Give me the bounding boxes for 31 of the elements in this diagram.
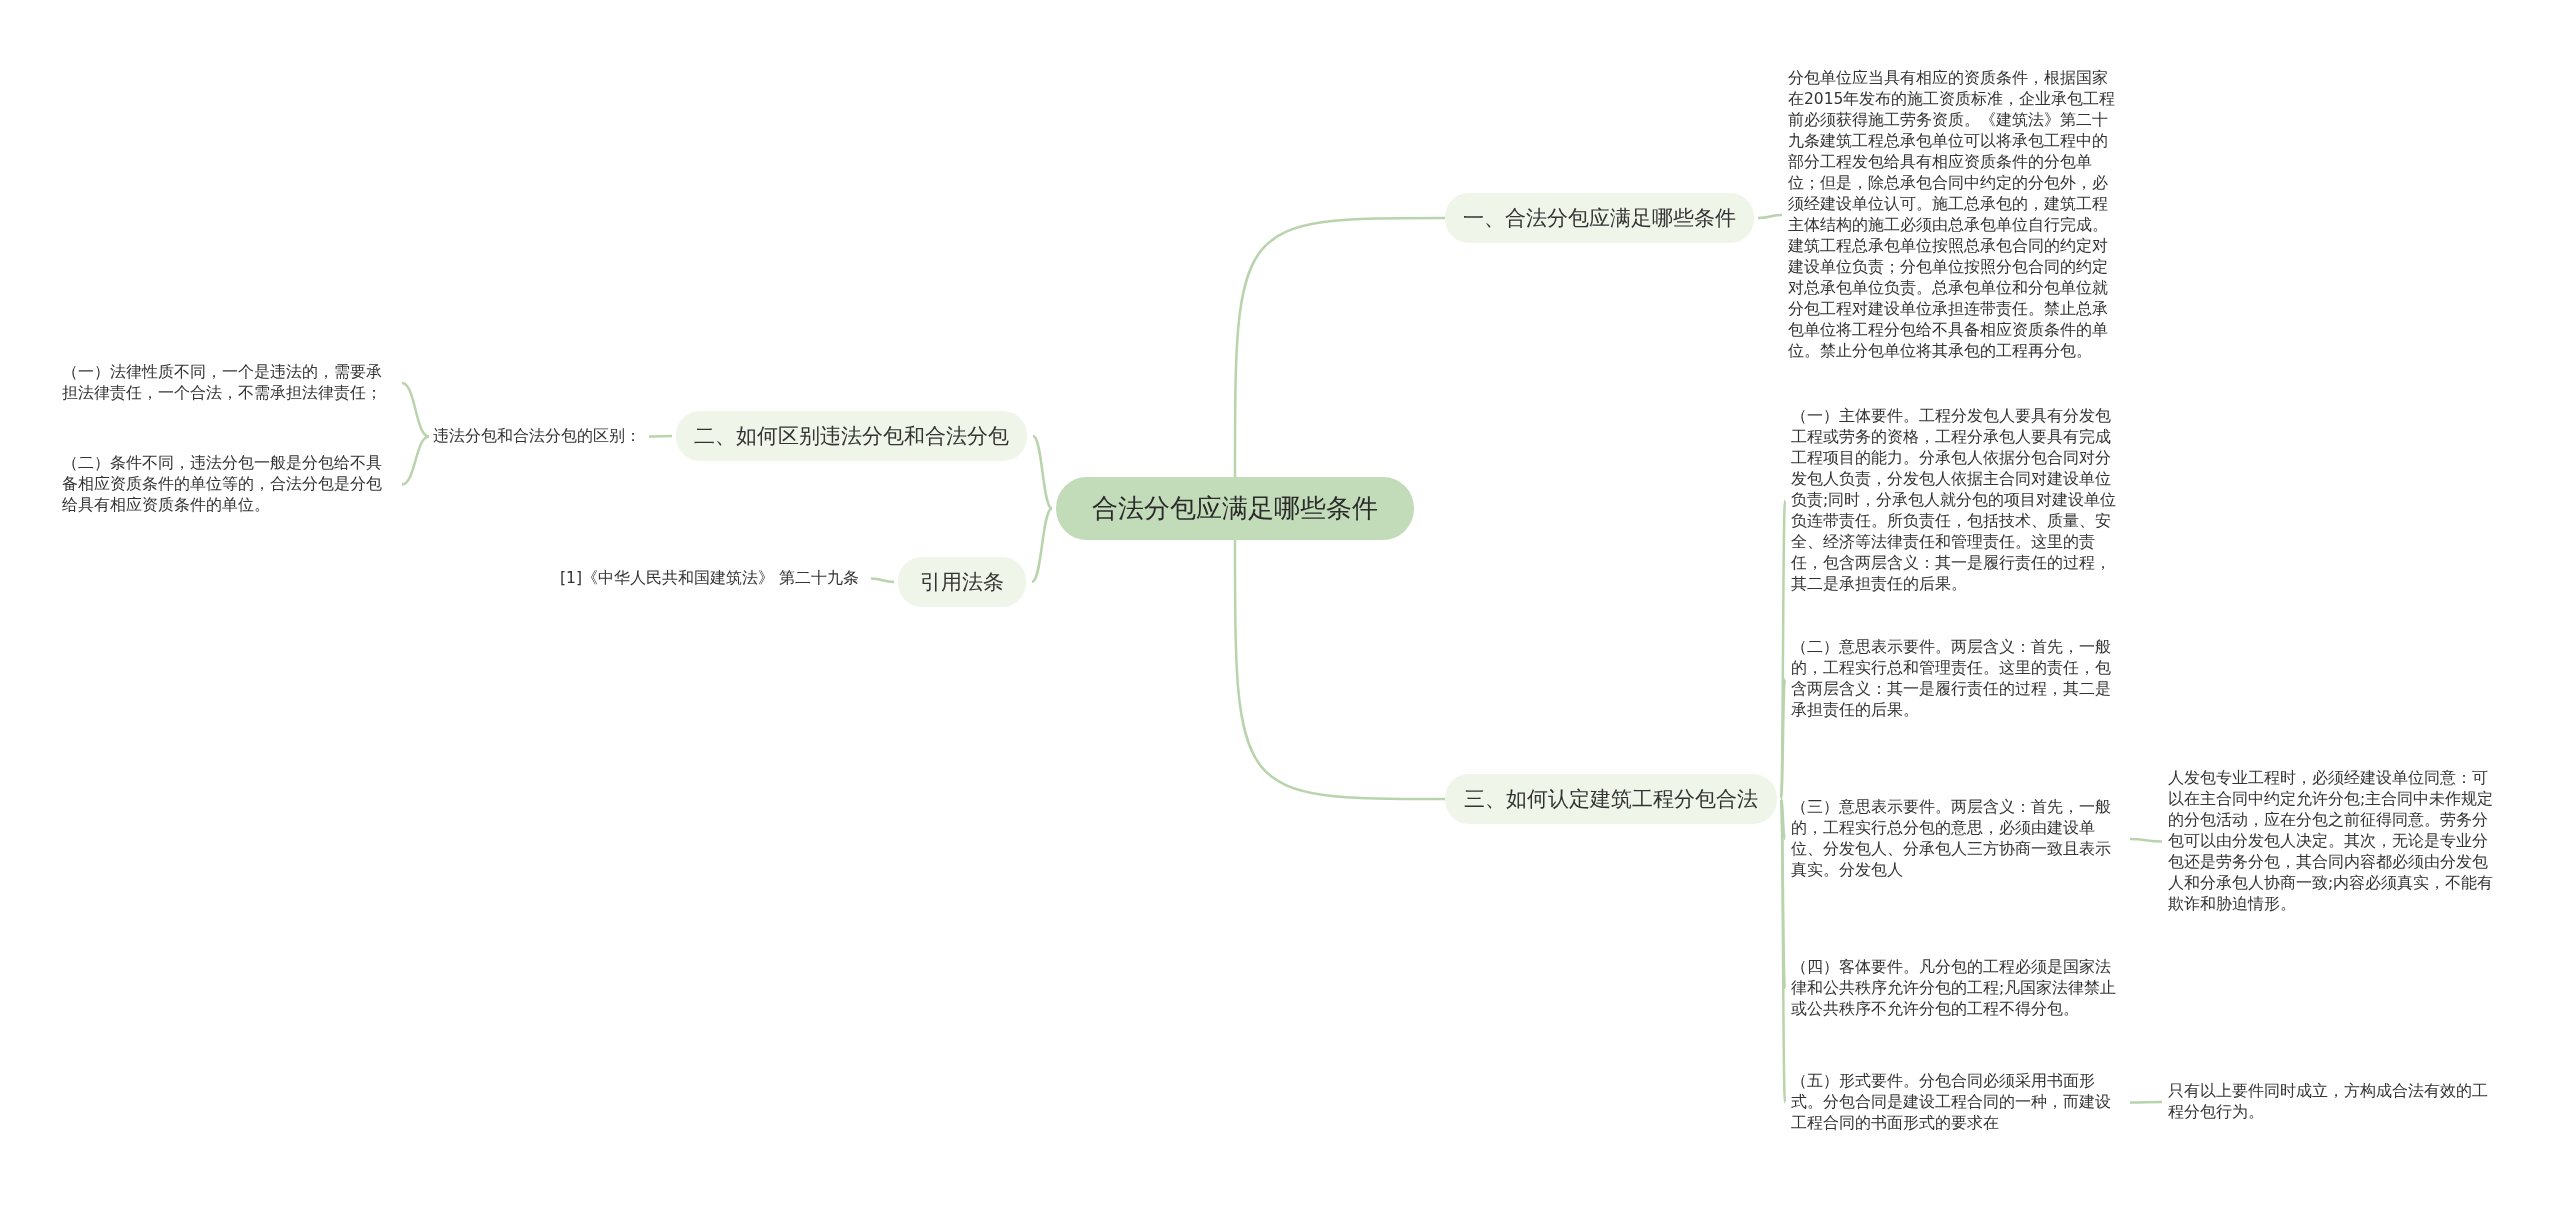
connector-line [1233, 540, 1445, 801]
note-text: （三）意思表示要件。两层含义：首先，一般的，工程实行总分包的意思，必须由建设单位、分发包人、分承包人三方协商一致且表示真实。分发包人 [1791, 797, 2126, 881]
note-text: （一）法律性质不同，一个是违法的，需要承担法律责任，一个合法，不需承担法律责任； [62, 362, 396, 404]
note-text: （四）客体要件。凡分包的工程必须是国家法律和公共秩序允许分包的工程;凡国家法律禁止或公共秩序不允许分包的工程不得分包。 [1791, 957, 2126, 1020]
connector-line [1233, 216, 1445, 477]
branch-topic: 三、如何认定建筑工程分包合法 [1445, 774, 1777, 824]
connector-line [401, 435, 430, 486]
branch-topic: 二、如何区别违法分包和合法分包 [676, 411, 1027, 461]
connector-line [1779, 678, 1787, 800]
note-text: 只有以上要件同时成立，方构成合法有效的工程分包行为。 [2168, 1081, 2498, 1123]
branch-topic: 一、合法分包应满足哪些条件 [1445, 193, 1754, 243]
connector-line [870, 577, 895, 584]
subtopic-text: [1]《中华人民共和国建筑法》 第二十九条 [560, 568, 865, 589]
note-text: （二）意思表示要件。两层含义：首先，一般的，工程实行总和管理责任。这里的责任，包含两层含义：其一是履行责任的过程，其二是承担责任的后果。 [1791, 637, 2126, 721]
connector-line [1757, 213, 1783, 220]
note-text: 分包单位应当具有相应的资质条件，根据国家在2015年发布的施工资质标准，企业承包工程前必须获得施工劳务资质。《建筑法》第二十九条建筑工程总承包单位可以将承包工程中的部分工程发包给具有相应资质条件的分包单位；但是，除总承包合同中约定的分包外，必须经建设单位认可。施工总承包的，建筑工程主体结构的施工必须由总承包单位自行完成。建筑工程总承包单位按照总承包合同的约定对建设单位负责；分包单位按照分包合同的约定对总承包单位负责。总承包单位和分包单位就分包工程对建设单位承担连带责任。禁止总承包单位将工程分包给不具备相应资质条件的单位。禁止分包单位将其承包的工程再分包。 [1788, 68, 2118, 362]
note-text: （二）条件不同，违法分包一般是分包给不具备相应资质条件的单位等的，合法分包是分包给具有相应资质条件的单位。 [62, 453, 396, 516]
connector-line [1031, 507, 1053, 584]
connector-line [1779, 798, 1787, 1103]
subtopic-text: 违法分包和合法分包的区别： [433, 426, 643, 447]
connector-line [1032, 435, 1053, 510]
note-text: 人发包专业工程时，必须经建设单位同意：可以在主合同中约定允许分包;主合同中未作规定的分包活动，应在分包之前征得同意。劳务分包可以由分发包人决定。其次，无论是专业分包还是劳务分包，其合同内容都必须由分发包人和分承包人协商一致;内容必须真实，不能有欺诈和胁迫情形。 [2168, 768, 2498, 915]
note-text: （五）形式要件。分包合同必须采用书面形式。分包合同是建设工程合同的一种，而建设工程合同的书面形式的要求在 [1791, 1071, 2126, 1134]
central-topic: 合法分包应满足哪些条件 [1056, 477, 1414, 540]
connector-line [2130, 837, 2162, 843]
connector-line [649, 434, 672, 438]
connector-line [1779, 798, 1787, 840]
connector-line [2130, 1100, 2162, 1104]
branch-topic: 引用法条 [898, 557, 1026, 607]
connector-line [401, 381, 430, 438]
note-text: （一）主体要件。工程分发包人要具有分发包工程或劳务的资格，工程分承包人要具有完成工程项目的能力。分承包人依据分包合同对分发包人负责，分发包人依据主合同对建设单位负责;同时，分承包人就分包的项目对建设单位负连带责任。所负责任，包括技术、质量、安全、经济等法律责任和管理责任。这里的责任，包含两层含义：其一是履行责任的过程，其二是承担责任的后果。 [1791, 406, 2126, 595]
